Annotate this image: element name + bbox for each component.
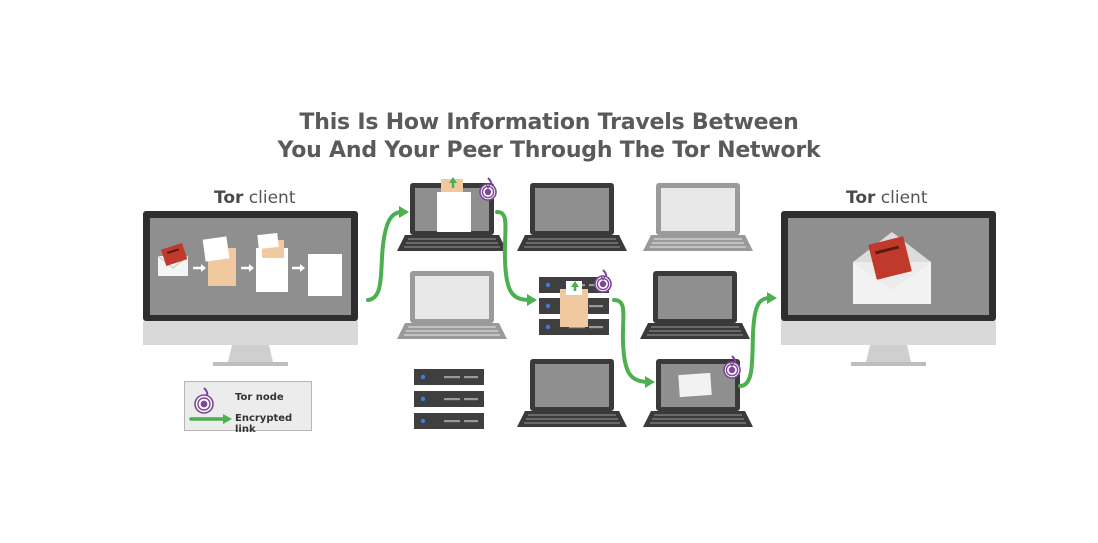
server-stack [414, 369, 484, 429]
legend-box: Tor node Encrypted link [184, 381, 312, 435]
laptop-5 [640, 271, 750, 339]
left-client-label: Tor client [214, 188, 296, 208]
laptop-6 [517, 359, 627, 427]
onion-icon [194, 387, 214, 414]
right-client-monitor [781, 211, 996, 366]
laptop-node-exit [643, 359, 753, 427]
envelope-icon [157, 242, 189, 276]
left-client-label-rest: client [243, 188, 296, 208]
diagram-title-line-1: This Is How Information Travels Between [299, 110, 799, 135]
left-client-monitor [143, 211, 358, 366]
legend-link-label: Encrypted link [235, 413, 293, 435]
onion-icon [594, 269, 612, 293]
onion-icon [479, 177, 497, 201]
open-envelope-icon [853, 232, 931, 304]
right-client-label: Tor client [846, 188, 928, 208]
right-client-label-bold: Tor [846, 188, 876, 208]
laptop-node-1 [397, 177, 507, 251]
laptop-2 [517, 183, 627, 251]
laptop-4 [397, 271, 507, 339]
diagram-title-line-2: You And Your Peer Through The Tor Networ… [277, 138, 821, 163]
legend-node-label: Tor node [235, 392, 284, 403]
server-node [539, 277, 609, 335]
laptop-3 [643, 183, 753, 251]
encrypted-link-path [366, 210, 772, 388]
legend-arrow-icon [189, 414, 232, 424]
right-client-label-rest: client [875, 188, 928, 208]
left-client-label-bold: Tor [214, 188, 244, 208]
arrow-right-icon [399, 206, 777, 388]
